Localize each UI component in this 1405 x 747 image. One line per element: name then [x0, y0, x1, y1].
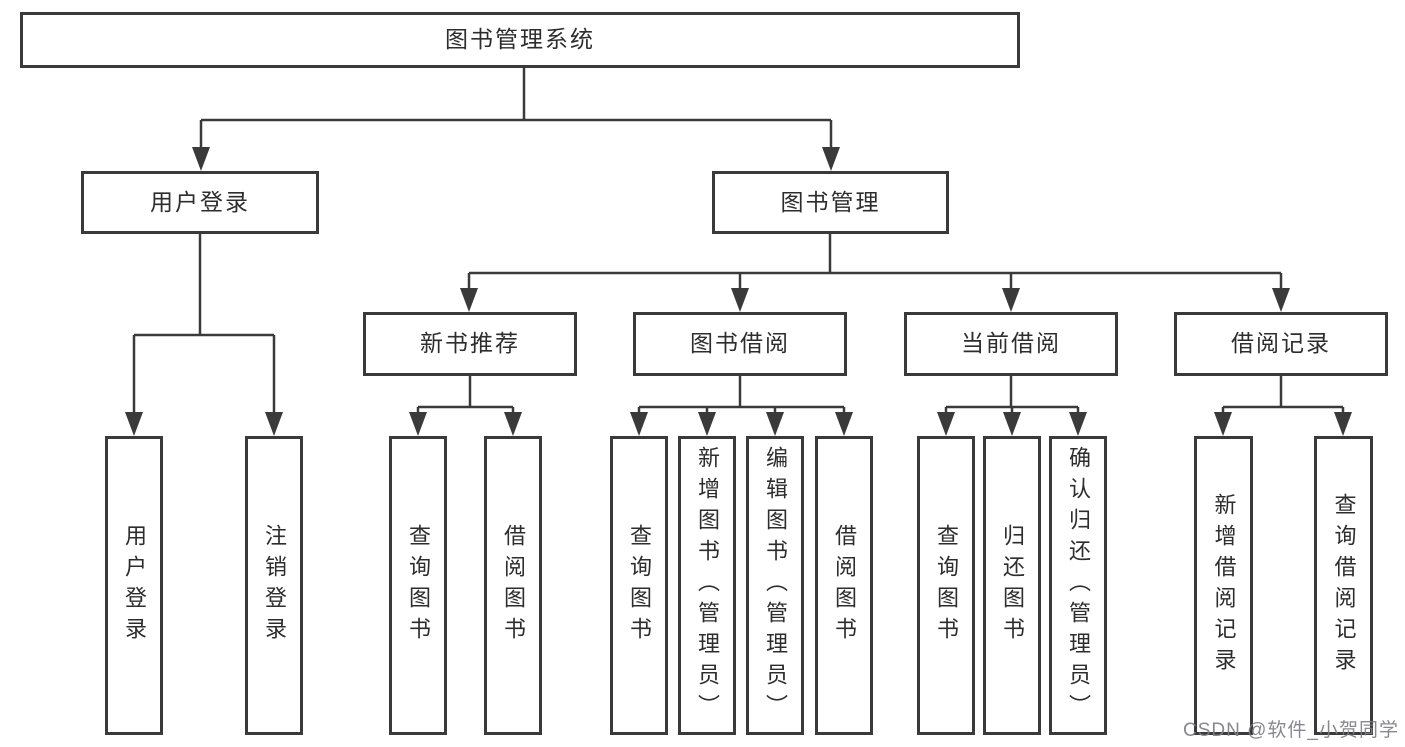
node-root-library-system: 图书管理系统 [20, 12, 1020, 68]
leaf-current-confirm-return-admin: 确认归还（管理员） [1049, 436, 1107, 735]
node-new-book-recommend: 新书推荐 [363, 312, 577, 376]
leaf-current-query-books: 查询图书 [917, 436, 975, 735]
leaf-newbook-query-books: 查询图书 [389, 436, 447, 735]
node-user-login: 用户登录 [81, 171, 319, 234]
leaf-borrow-borrow-books: 借阅图书 [815, 436, 873, 735]
leaf-logout: 注销登录 [245, 436, 303, 735]
connector-edges [132, 68, 1345, 415]
leaf-borrow-query-books: 查询图书 [610, 436, 668, 735]
leaf-borrow-edit-books-admin: 编辑图书（管理员） [746, 436, 804, 735]
leaf-records-query-record: 查询借阅记录 [1314, 436, 1373, 735]
node-book-management: 图书管理 [712, 171, 949, 234]
node-book-borrow: 图书借阅 [633, 312, 847, 376]
arrowheads [125, 147, 1352, 436]
node-current-borrow: 当前借阅 [904, 312, 1118, 376]
leaf-records-add-record: 新增借阅记录 [1194, 436, 1253, 735]
leaf-user-login: 用户登录 [105, 436, 163, 735]
leaf-current-return-books: 归还图书 [983, 436, 1041, 735]
node-borrow-records: 借阅记录 [1174, 312, 1388, 376]
csdn-watermark: CSDN @软件_小贺同学 [1183, 720, 1399, 741]
leaf-newbook-borrow-books: 借阅图书 [484, 436, 542, 735]
leaf-borrow-add-books-admin: 新增图书（管理员） [678, 436, 736, 735]
